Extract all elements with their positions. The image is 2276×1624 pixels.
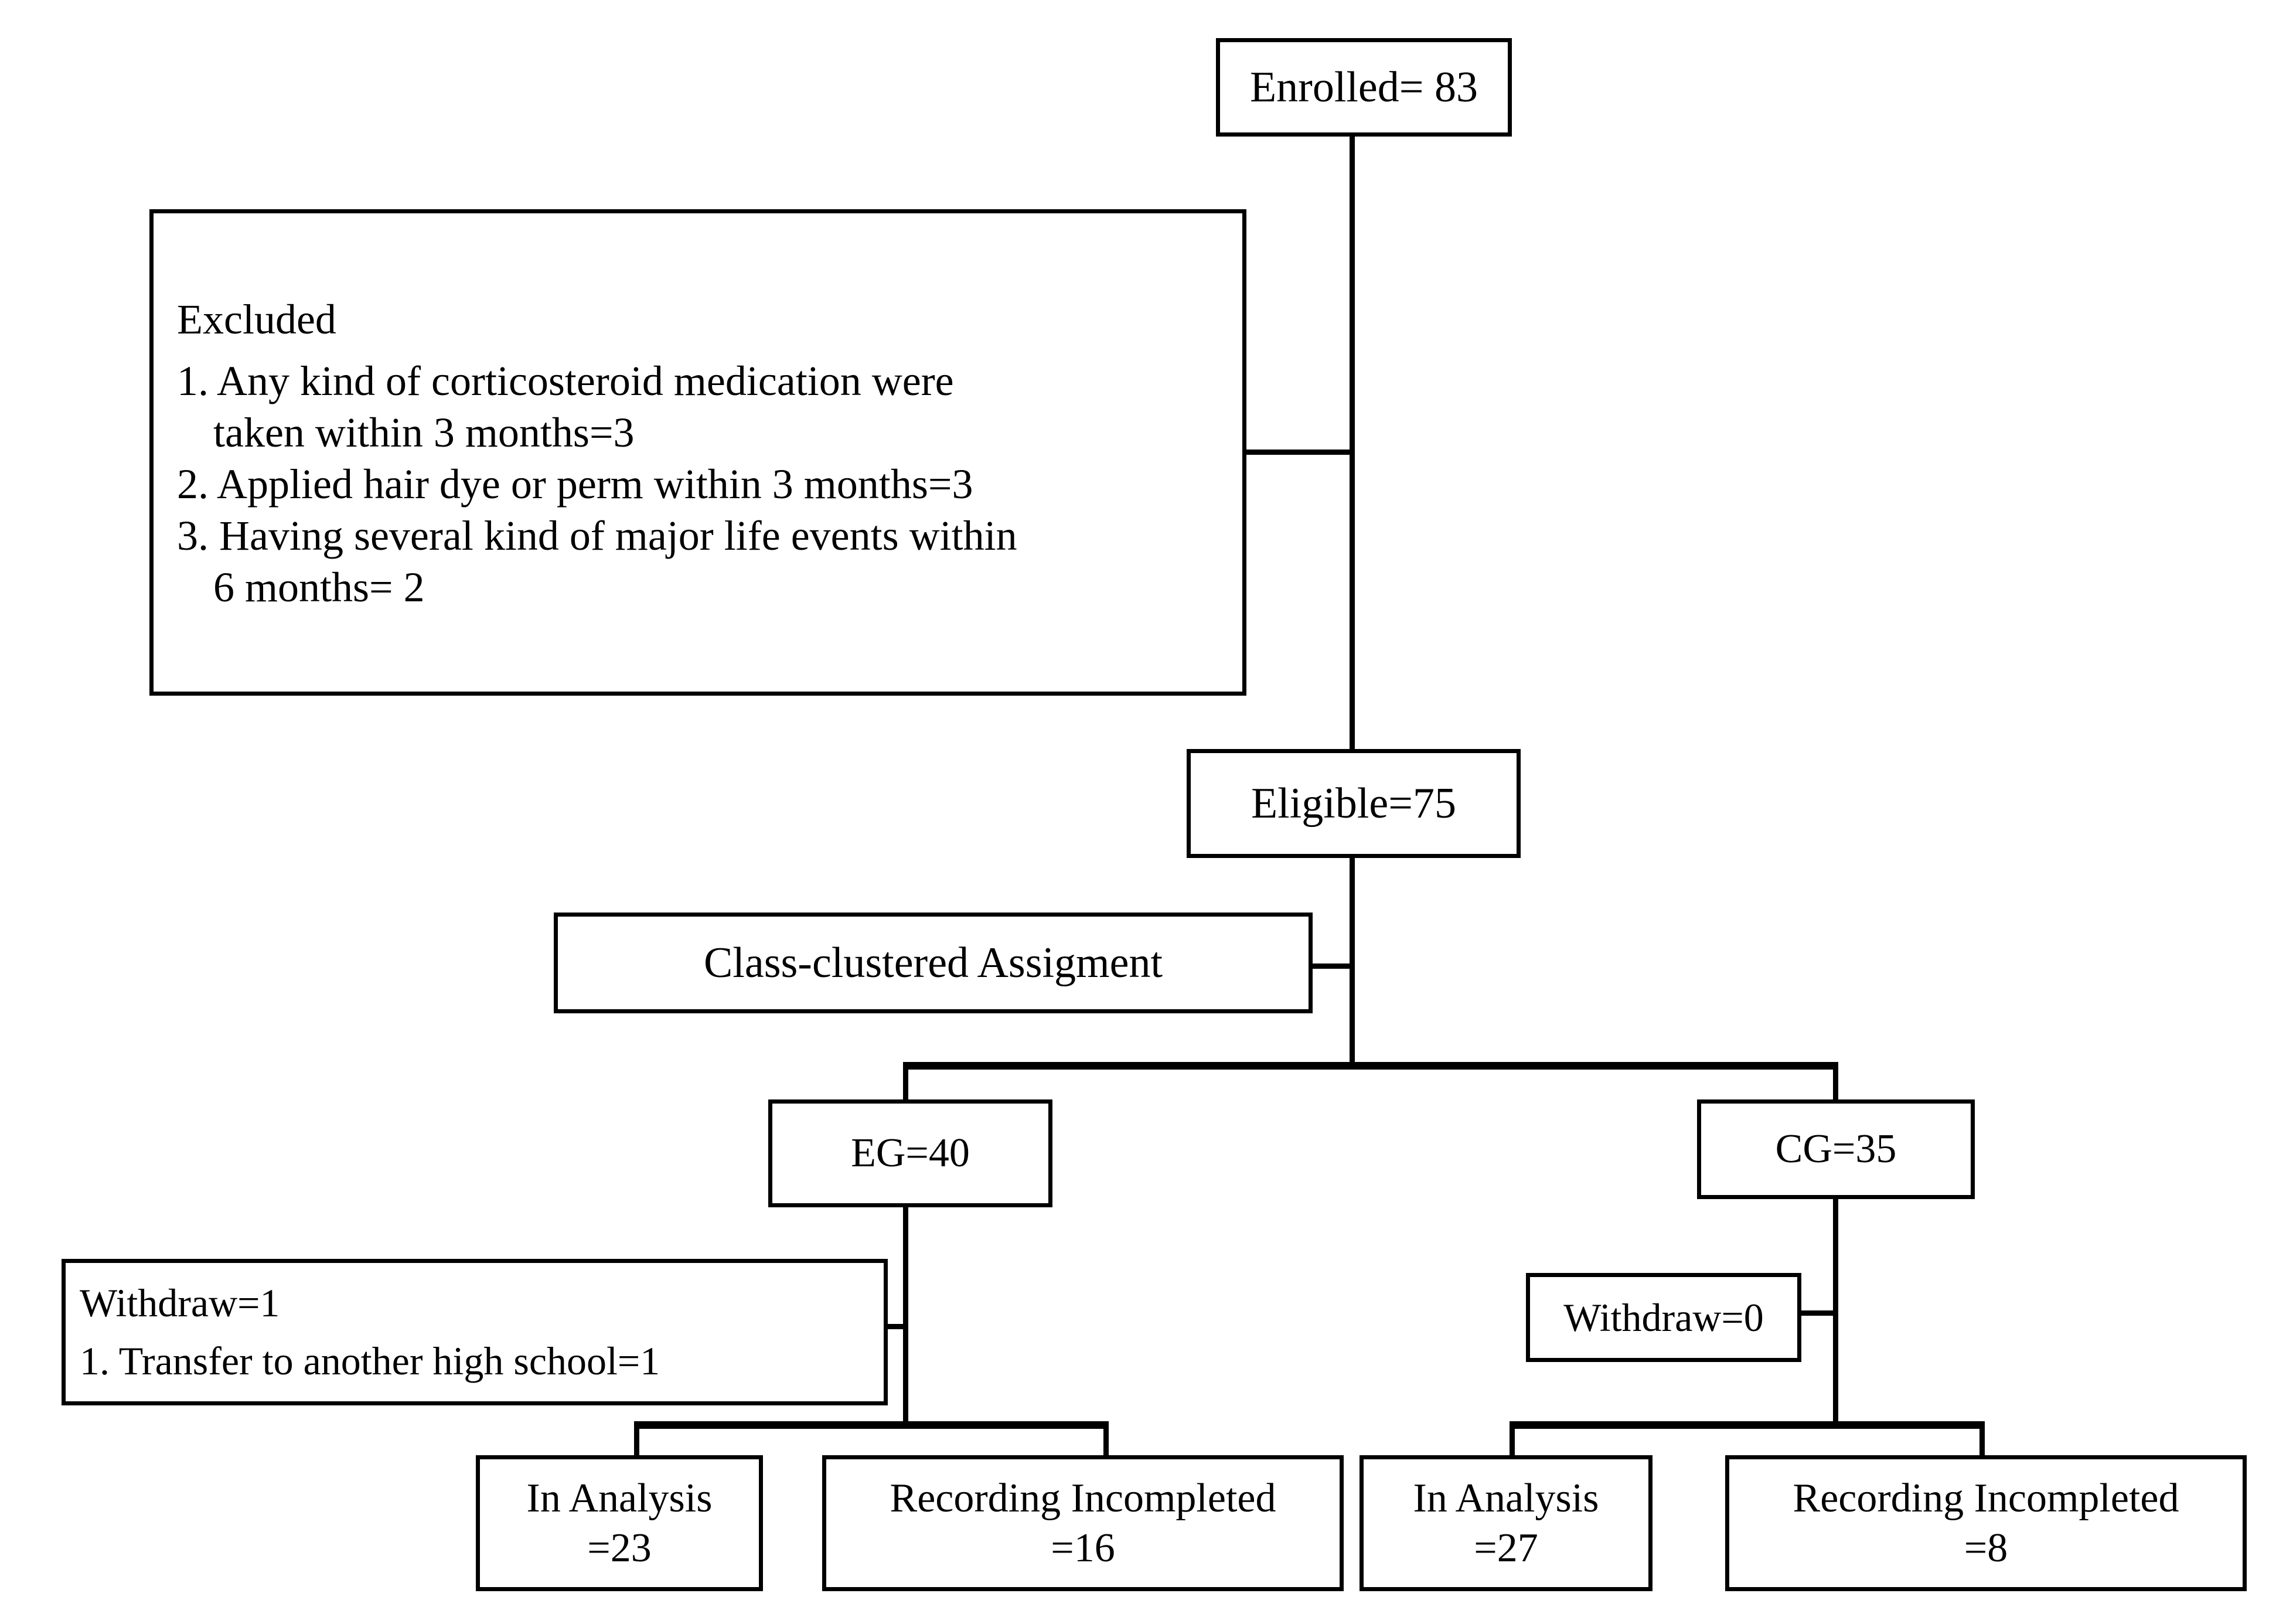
connector-eg-to-in-analysis: [634, 1421, 639, 1458]
node-cg-incomplete-value: =8: [1964, 1526, 2008, 1571]
connector-split-to-cg: [1833, 1062, 1838, 1103]
node-eg-incomplete-value: =16: [1051, 1526, 1115, 1571]
connector-eligible-to-split: [1350, 857, 1355, 1065]
node-enrolled-label: Enrolled= 83: [1249, 63, 1478, 111]
connector-withdraw-cg-to-branch: [1798, 1310, 1838, 1316]
node-withdraw-cg[interactable]: Withdraw=0: [1526, 1273, 1801, 1362]
split-bar-cg-outcomes: [1510, 1421, 1984, 1429]
node-eg-in-analysis-label: In Analysis: [526, 1475, 713, 1521]
node-eligible-label: Eligible=75: [1251, 779, 1457, 828]
connector-split-to-eg: [903, 1062, 908, 1103]
node-cg-label: CG=35: [1775, 1126, 1897, 1172]
node-enrolled[interactable]: Enrolled= 83: [1216, 38, 1512, 137]
node-cg-incomplete[interactable]: Recording Incompleted =8: [1725, 1455, 2247, 1591]
connector-excluded-to-trunk: [1242, 450, 1354, 455]
node-cg-in-analysis[interactable]: In Analysis =27: [1360, 1455, 1653, 1591]
connector-eg-down: [903, 1206, 908, 1426]
connector-cg-to-incomplete: [1979, 1421, 1985, 1458]
node-eg-label: EG=40: [851, 1131, 970, 1176]
node-cg-in-analysis-label: In Analysis: [1413, 1475, 1599, 1521]
node-eg-incomplete[interactable]: Recording Incompleted =16: [822, 1455, 1344, 1591]
split-bar-eg-outcomes: [634, 1421, 1109, 1429]
node-assignment-label: Class-clustered Assigment: [703, 938, 1163, 987]
node-excluded-item-2-line1: 2. Applied hair dye or perm within 3 mon…: [177, 461, 973, 508]
node-eg-incomplete-label: Recording Incompleted: [890, 1475, 1276, 1521]
node-cg[interactable]: CG=35: [1697, 1099, 1975, 1199]
node-cg-in-analysis-value: =27: [1474, 1526, 1538, 1571]
node-withdraw-cg-label: Withdraw=0: [1563, 1295, 1764, 1340]
node-eligible[interactable]: Eligible=75: [1187, 749, 1521, 858]
node-cg-incomplete-label: Recording Incompleted: [1793, 1475, 2179, 1521]
node-assignment[interactable]: Class-clustered Assigment: [554, 913, 1313, 1013]
connector-cg-to-in-analysis: [1510, 1421, 1515, 1458]
node-eg-in-analysis[interactable]: In Analysis =23: [476, 1455, 763, 1591]
node-excluded-item-3-line1: 3. Having several kind of major life eve…: [177, 512, 1017, 559]
node-excluded-item-3-line2: 6 months= 2: [213, 563, 425, 611]
node-eg-in-analysis-value: =23: [587, 1526, 652, 1571]
connector-assignment-to-trunk: [1309, 963, 1354, 969]
node-withdraw-eg-count: Withdraw=1: [80, 1281, 280, 1326]
connector-eg-to-incomplete: [1103, 1421, 1109, 1458]
node-withdraw-eg-reason: 1. Transfer to another high school=1: [80, 1339, 660, 1383]
node-excluded-title: Excluded: [177, 295, 336, 343]
node-excluded[interactable]: Excluded 1. Any kind of corticosteroid m…: [149, 209, 1246, 696]
node-excluded-item-1-line2: taken within 3 months=3: [213, 409, 635, 457]
connector-withdraw-eg-to-branch: [885, 1324, 908, 1329]
connector-enrolled-to-eligible: [1350, 135, 1355, 749]
node-excluded-item-1-line1: 1. Any kind of corticosteroid medication…: [177, 358, 954, 405]
split-bar-eg-cg: [903, 1062, 1838, 1070]
node-withdraw-eg[interactable]: Withdraw=1 1. Transfer to another high s…: [62, 1259, 888, 1405]
node-eg[interactable]: EG=40: [768, 1099, 1052, 1207]
